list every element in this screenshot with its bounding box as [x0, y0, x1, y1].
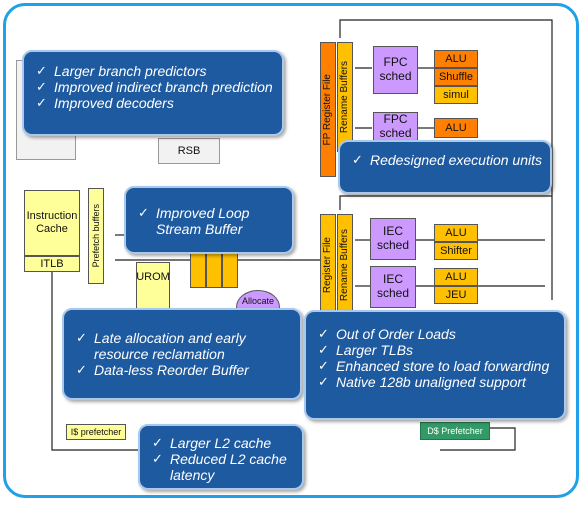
- prefetch-buffers-block: Prefetch buffers: [88, 188, 104, 284]
- fp-alu-block-2: ALU: [434, 118, 478, 138]
- instruction-cache-label: Instruction Cache: [26, 210, 78, 235]
- callout-l2-cache: ✓ Larger L2 cache ✓ Reduced L2 cache laten…: [138, 424, 304, 490]
- check-icon: ✓: [36, 63, 47, 78]
- iec-sched-block-2: IEC sched: [370, 266, 416, 308]
- iec-sched-label-1: IEC sched: [376, 224, 410, 252]
- shifter-block: Shifter: [434, 242, 478, 260]
- callout-item: ✓ Redesigned execution units: [348, 152, 542, 168]
- iec-sched-label-2: IEC sched: [376, 272, 410, 300]
- fp-rename-buffers-label: Rename Buffers: [339, 60, 351, 134]
- int-alu-block-1: ALU: [434, 224, 478, 242]
- iec-sched-block-1: IEC sched: [370, 218, 416, 260]
- d-prefetcher-label: D$ Prefetcher: [427, 425, 483, 436]
- int-register-file-block: Register File: [320, 214, 336, 316]
- shuffle-label: Shuffle: [438, 70, 474, 83]
- callout-item: ✓ Enhanced store to load forwarding: [314, 358, 556, 374]
- instruction-cache-block: Instruction Cache: [24, 190, 80, 256]
- i-prefetcher-block: I$ prefetcher: [66, 424, 126, 440]
- fp-alu-label-2: ALU: [445, 121, 467, 134]
- int-rename-buffers-label: Rename Buffers: [339, 228, 351, 302]
- check-icon: ✓: [352, 152, 363, 167]
- callout-allocation: ✓ Late allocation and early resource recl…: [62, 308, 302, 400]
- itlb-label: ITLB: [40, 257, 64, 270]
- callout-item: ✓ Improved Loop Stream Buffer: [134, 205, 284, 237]
- fpc-sched-block-1: FPC sched: [373, 46, 418, 94]
- check-icon: ✓: [152, 435, 163, 450]
- rsb-block: RSB: [158, 138, 220, 164]
- callout-branch-prediction: ✓ Larger branch predictors ✓ Improved indi…: [22, 50, 284, 136]
- callout-item: ✓ Late allocation and early resource recl…: [72, 330, 292, 362]
- shifter-label: Shifter: [440, 244, 472, 257]
- int-rename-buffers-block: Rename Buffers: [337, 214, 353, 316]
- callout-item: ✓ Larger L2 cache: [148, 435, 294, 451]
- i-prefetcher-label: I$ prefetcher: [70, 426, 122, 437]
- urom-label: UROM: [136, 271, 170, 283]
- fp-alu-block: ALU: [434, 50, 478, 68]
- check-icon: ✓: [152, 451, 163, 466]
- prefetch-buffers-label: Prefetch buffers: [90, 204, 101, 268]
- callout-item: ✓ Improved decoders: [32, 95, 274, 111]
- callout-item: ✓ Larger branch predictors: [32, 63, 274, 79]
- rsb-label: RSB: [177, 144, 201, 157]
- int-register-file-label: Register File: [322, 236, 334, 294]
- callout-text: Improved Loop Stream Buffer: [156, 205, 250, 237]
- callout-execution-units: ✓ Redesigned execution units: [338, 140, 552, 194]
- fpc-sched-label-2: FPC sched: [379, 112, 412, 140]
- callout-text: Improved indirect branch prediction: [54, 79, 273, 95]
- callout-item: ✓ Improved indirect branch prediction: [32, 79, 274, 95]
- check-icon: ✓: [36, 95, 47, 110]
- check-icon: ✓: [76, 362, 87, 377]
- fp-register-file-label: FP Register File: [322, 73, 334, 146]
- callout-text: Enhanced store to load forwarding: [336, 358, 550, 374]
- check-icon: ✓: [318, 374, 329, 389]
- callout-text: Data-less Reorder Buffer: [94, 362, 249, 378]
- callout-text: Improved decoders: [54, 95, 174, 111]
- callout-text: Late allocation and early resource recla…: [94, 330, 246, 362]
- callout-text: Larger L2 cache: [170, 435, 272, 451]
- callout-text: Reduced L2 cache latency: [170, 451, 287, 483]
- check-icon: ✓: [318, 358, 329, 373]
- allocate-label: Allocate: [241, 296, 275, 306]
- callout-item: ✓ Reduced L2 cache latency: [148, 451, 294, 483]
- itlb-block: ITLB: [24, 256, 80, 272]
- fpc-sched-label-1: FPC sched: [379, 55, 412, 83]
- jeu-block: JEU: [434, 286, 478, 304]
- check-icon: ✓: [76, 330, 87, 345]
- int-alu-label-2: ALU: [445, 270, 467, 283]
- callout-text: Larger TLBs: [336, 342, 414, 358]
- shuffle-block: Shuffle: [434, 68, 478, 86]
- callout-text: Redesigned execution units: [370, 152, 543, 168]
- fp-rename-buffers-block: Rename Buffers: [337, 42, 353, 152]
- callout-item: ✓ Data-less Reorder Buffer: [72, 362, 292, 378]
- callout-text: Out of Order Loads: [336, 326, 456, 342]
- fp-register-file-block: FP Register File: [320, 42, 336, 177]
- int-alu-label-1: ALU: [445, 226, 467, 239]
- d-prefetcher-block: D$ Prefetcher: [420, 422, 490, 440]
- urom-block: UROM: [136, 262, 170, 310]
- callout-text: Larger branch predictors: [54, 63, 207, 79]
- check-icon: ✓: [138, 205, 149, 220]
- simul-block: simul: [434, 86, 478, 104]
- check-icon: ✓: [318, 326, 329, 341]
- callout-item: ✓ Larger TLBs: [314, 342, 556, 358]
- callout-item: ✓ Native 128b unaligned support: [314, 374, 556, 390]
- simul-label: simul: [443, 88, 469, 101]
- fp-alu-label: ALU: [445, 52, 467, 65]
- fpc-sched-block-2: FPC sched: [373, 112, 418, 142]
- callout-item: ✓ Out of Order Loads: [314, 326, 556, 342]
- callout-out-of-order-loads: ✓ Out of Order Loads ✓ Larger TLBs ✓ Enhanc…: [304, 310, 566, 420]
- int-alu-block-2: ALU: [434, 268, 478, 286]
- callout-loop-stream-buffer: ✓ Improved Loop Stream Buffer: [124, 186, 294, 254]
- check-icon: ✓: [318, 342, 329, 357]
- check-icon: ✓: [36, 79, 47, 94]
- jeu-label: JEU: [445, 288, 467, 301]
- callout-text: Native 128b unaligned support: [336, 374, 526, 390]
